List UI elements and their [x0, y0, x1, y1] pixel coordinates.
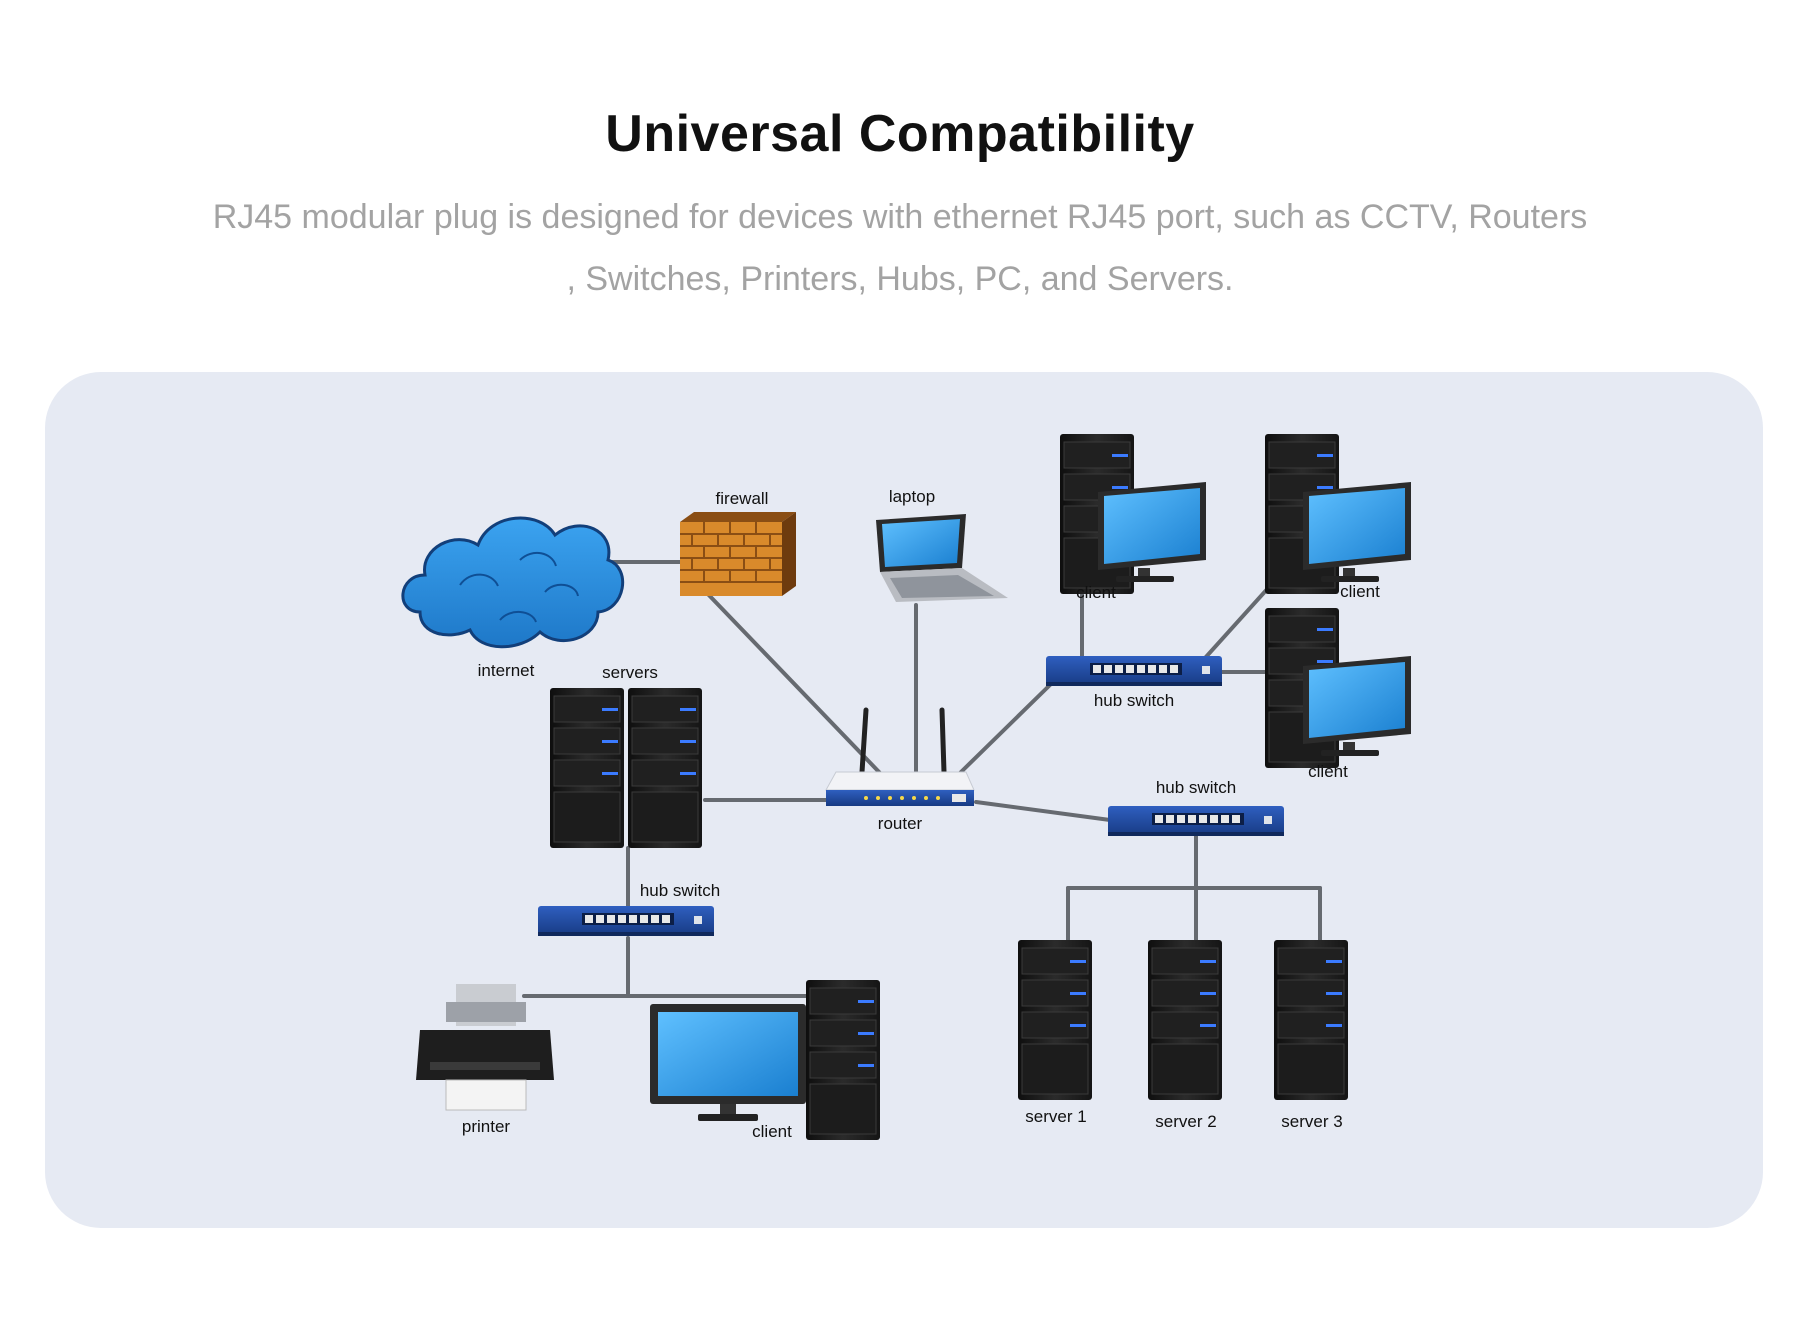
client-bottom-icon: [650, 979, 881, 1141]
internet-cloud: [401, 516, 625, 649]
label-server-3: server 3: [1281, 1112, 1342, 1131]
printer-icon: [416, 984, 554, 1111]
label-hub-switch-top: hub switch: [1094, 691, 1174, 710]
label-servers: servers: [602, 663, 658, 682]
client-top-left-icon: [1059, 433, 1206, 595]
hub-switch-right-icon: [1108, 806, 1284, 836]
label-client-top-left: client: [1076, 583, 1116, 602]
network-wires: [522, 560, 1322, 998]
server-3-icon: [1273, 939, 1349, 1101]
label-internet: internet: [478, 661, 535, 680]
label-firewall: firewall: [716, 489, 769, 508]
server-2-icon: [1147, 939, 1223, 1101]
subtitle-line-1: RJ45 modular plug is designed for device…: [212, 198, 1588, 236]
label-server-2: server 2: [1155, 1112, 1216, 1131]
label-client-bottom: client: [752, 1122, 792, 1141]
router-icon: [825, 707, 975, 806]
label-client-top-right: client: [1340, 582, 1380, 601]
page-subtitle: RJ45 modular plug is designed for device…: [130, 186, 1670, 310]
server-1-icon: [1017, 939, 1093, 1101]
label-hub-switch-right: hub switch: [1156, 778, 1236, 797]
servers-icon: [549, 687, 703, 849]
hub-switch-left-icon: [538, 906, 714, 936]
laptop-icon: [876, 514, 1008, 602]
firewall-icon: [680, 512, 796, 596]
subtitle-line-2: , Switches, Printers, Hubs, PC, and Serv…: [566, 260, 1234, 298]
page-title: Universal Compatibility: [605, 105, 1195, 163]
label-laptop: laptop: [889, 487, 935, 506]
client-top-right-icon: [1264, 433, 1411, 595]
label-server-1: server 1: [1025, 1107, 1086, 1126]
hub-switch-top-icon: [1046, 656, 1222, 686]
label-client-mid-right: client: [1308, 762, 1348, 781]
label-hub-switch-left: hub switch: [640, 881, 720, 900]
client-mid-right-icon: [1264, 607, 1411, 769]
label-router: router: [878, 814, 923, 833]
label-printer: printer: [462, 1117, 511, 1136]
